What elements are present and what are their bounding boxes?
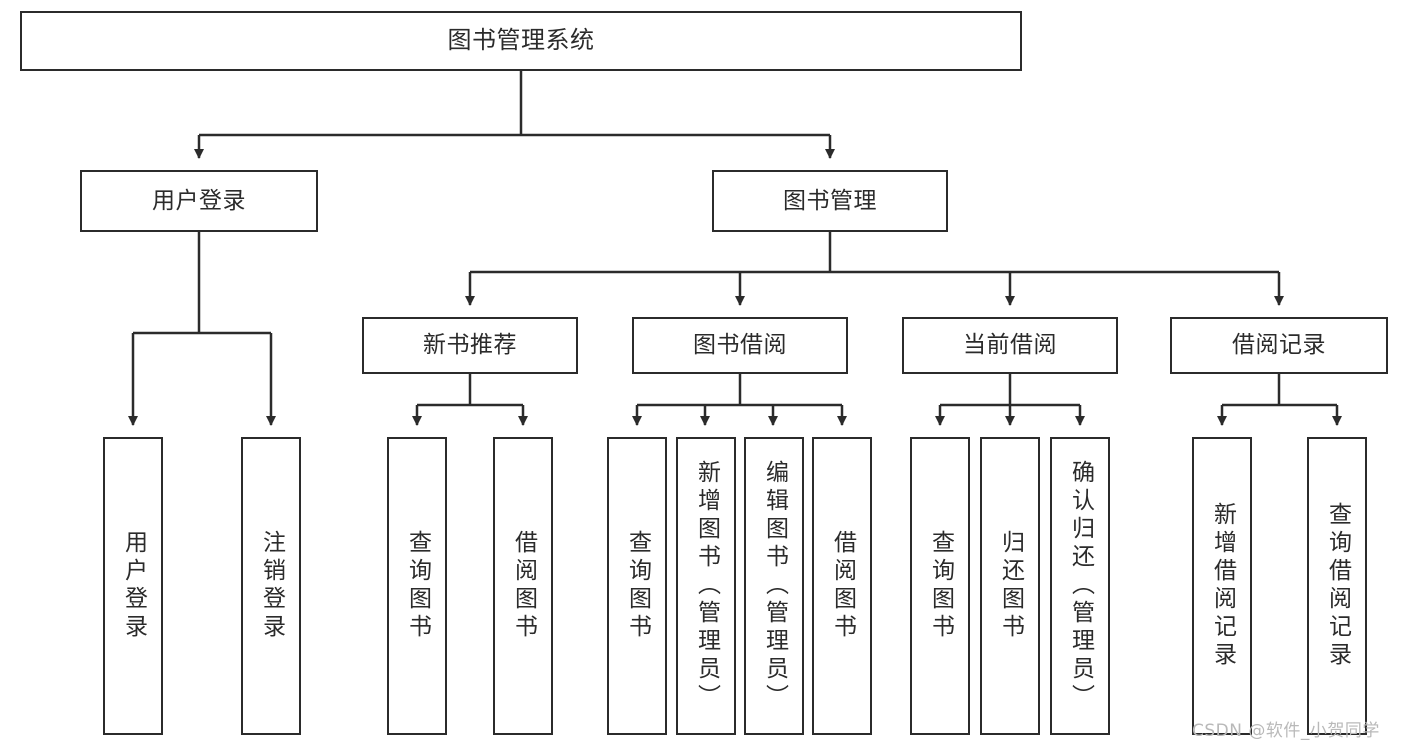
- node-new-book-rec-label: 新书推荐: [423, 332, 517, 359]
- node-leaf-add-record[interactable]: 新增借阅记录: [1192, 437, 1252, 735]
- node-book-borrow-label: 图书借阅: [693, 332, 787, 359]
- node-book-manage[interactable]: 图书管理: [712, 170, 948, 232]
- node-current-borrow-label: 当前借阅: [963, 332, 1057, 359]
- node-leaf-user-logout[interactable]: 注销登录: [241, 437, 301, 735]
- node-leaf-query-record[interactable]: 查询借阅记录: [1307, 437, 1367, 735]
- node-borrow-record-label: 借阅记录: [1232, 332, 1326, 359]
- node-leaf-add-record-label: 新增借阅记录: [1209, 502, 1236, 670]
- node-current-borrow[interactable]: 当前借阅: [902, 317, 1118, 374]
- node-root[interactable]: 图书管理系统: [20, 11, 1022, 71]
- node-user-login-label: 用户登录: [152, 187, 246, 214]
- node-leaf-query-book-3[interactable]: 查询图书: [910, 437, 970, 735]
- node-leaf-borrow-book-1-label: 借阅图书: [510, 530, 537, 642]
- node-leaf-confirm-return[interactable]: 确认归还（管理员）: [1050, 437, 1110, 735]
- node-leaf-borrow-book-1[interactable]: 借阅图书: [493, 437, 553, 735]
- node-leaf-borrow-book-2[interactable]: 借阅图书: [812, 437, 872, 735]
- node-root-label: 图书管理系统: [447, 26, 595, 55]
- node-user-login[interactable]: 用户登录: [80, 170, 318, 232]
- node-leaf-user-login[interactable]: 用户登录: [103, 437, 163, 735]
- node-leaf-query-book-1-label: 查询图书: [404, 530, 431, 642]
- node-leaf-user-login-label: 用户登录: [120, 530, 147, 642]
- node-book-manage-label: 图书管理: [783, 187, 877, 214]
- node-leaf-edit-book-label: 编辑图书（管理员）: [761, 460, 788, 712]
- node-leaf-return-book-label: 归还图书: [997, 530, 1024, 642]
- node-leaf-return-book[interactable]: 归还图书: [980, 437, 1040, 735]
- node-leaf-edit-book[interactable]: 编辑图书（管理员）: [744, 437, 804, 735]
- node-leaf-query-book-3-label: 查询图书: [927, 530, 954, 642]
- node-leaf-add-book-label: 新增图书（管理员）: [693, 460, 720, 712]
- node-leaf-borrow-book-2-label: 借阅图书: [829, 530, 856, 642]
- node-leaf-add-book[interactable]: 新增图书（管理员）: [676, 437, 736, 735]
- node-leaf-confirm-return-label: 确认归还（管理员）: [1067, 460, 1094, 712]
- watermark-text: CSDN @软件_小贺同学: [1192, 721, 1380, 741]
- node-leaf-query-record-label: 查询借阅记录: [1324, 502, 1351, 670]
- node-leaf-user-logout-label: 注销登录: [258, 530, 285, 642]
- node-new-book-rec[interactable]: 新书推荐: [362, 317, 578, 374]
- node-borrow-record[interactable]: 借阅记录: [1170, 317, 1388, 374]
- node-leaf-query-book-2-label: 查询图书: [624, 530, 651, 642]
- node-leaf-query-book-1[interactable]: 查询图书: [387, 437, 447, 735]
- node-book-borrow[interactable]: 图书借阅: [632, 317, 848, 374]
- node-leaf-query-book-2[interactable]: 查询图书: [607, 437, 667, 735]
